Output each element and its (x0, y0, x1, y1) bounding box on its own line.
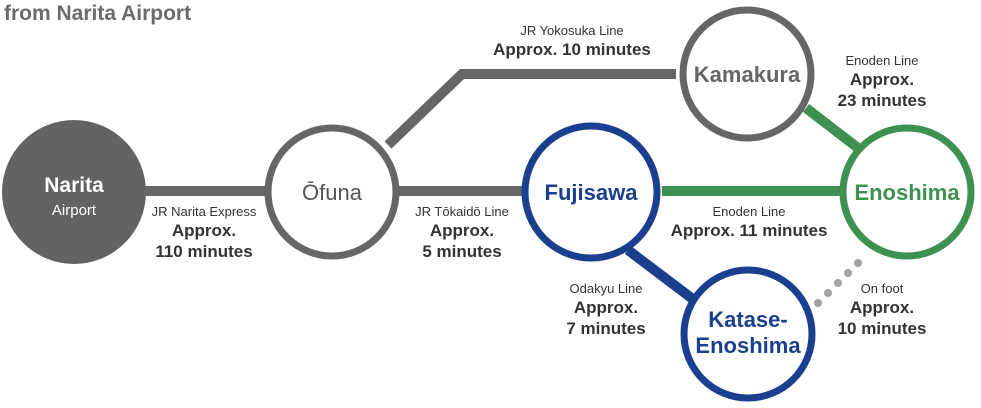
travel-time-minutes: 5 minutes (422, 242, 502, 261)
station-name-line2: Enoshima (695, 333, 801, 358)
station-name: Enoshima (854, 180, 960, 205)
line-name: Enoden Line (712, 204, 786, 219)
station-subname: Airport (52, 202, 97, 219)
station-kamakura: Kamakura (679, 6, 815, 142)
travel-time: Approx. (573, 298, 639, 317)
route-katase-enoshima (814, 259, 862, 307)
travel-time: Approx. (171, 221, 237, 240)
route-ofuna-kamakura (384, 69, 676, 149)
line-name: On foot (860, 281, 904, 296)
station-name: Kamakura (694, 62, 801, 87)
walk-dot (854, 259, 862, 267)
line-name: JR Tōkaidō Line (415, 204, 509, 219)
line-name: JR Yokosuka Line (520, 23, 624, 38)
station-name: Ōfuna (302, 180, 363, 205)
station-name-line1: Katase- (708, 307, 787, 332)
line-name: Enoden Line (845, 53, 919, 68)
station-name: Narita (44, 174, 104, 197)
walk-dot (824, 289, 832, 297)
line-name: JR Narita Express (151, 204, 257, 219)
station-narita-airport: Narita Airport (2, 120, 146, 264)
station-enoshima: Enoshima (839, 124, 975, 260)
walk-dot (844, 269, 852, 277)
travel-time: Approx. (849, 70, 915, 89)
label-narita-ofuna: JR Narita Express Approx. 110 minutes (130, 204, 278, 262)
travel-time: Approx. 10 minutes (493, 40, 651, 59)
travel-time-minutes: 7 minutes (566, 319, 646, 338)
station-name: Fujisawa (545, 180, 639, 205)
walk-dot (834, 279, 842, 287)
label-ofuna-fujisawa: JR Tōkaidō Line Approx. 5 minutes (400, 204, 524, 262)
label-katase-enoshima: On foot Approx. 10 minutes (830, 281, 934, 339)
label-fujisawa-enoshima: Enoden Line Approx. 11 minutes (664, 204, 834, 241)
label-fujisawa-katase: Odakyu Line Approx. 7 minutes (556, 281, 656, 339)
travel-time-minutes: 10 minutes (837, 319, 927, 338)
route-fujisawa-katase (624, 246, 702, 307)
travel-time-minutes: 110 minutes (155, 242, 253, 261)
label-kamakura-enoshima: Enoden Line Approx. 23 minutes (830, 53, 934, 111)
travel-time: Approx. (429, 221, 495, 240)
travel-time-minutes: 23 minutes (837, 91, 927, 110)
route-kamakura-enoshima (802, 104, 862, 152)
travel-time: Approx. (849, 298, 915, 317)
station-fujisawa: Fujisawa (521, 122, 661, 262)
label-ofuna-kamakura: JR Yokosuka Line Approx. 10 minutes (474, 23, 670, 60)
station-katase-enoshima: Katase- Enoshima (680, 266, 816, 402)
walk-dot (814, 299, 822, 307)
station-ofuna: Ōfuna (264, 124, 400, 260)
travel-time: Approx. 11 minutes (670, 221, 828, 240)
line-name: Odakyu Line (569, 281, 643, 296)
diagram-title: from Narita Airport (4, 2, 192, 25)
